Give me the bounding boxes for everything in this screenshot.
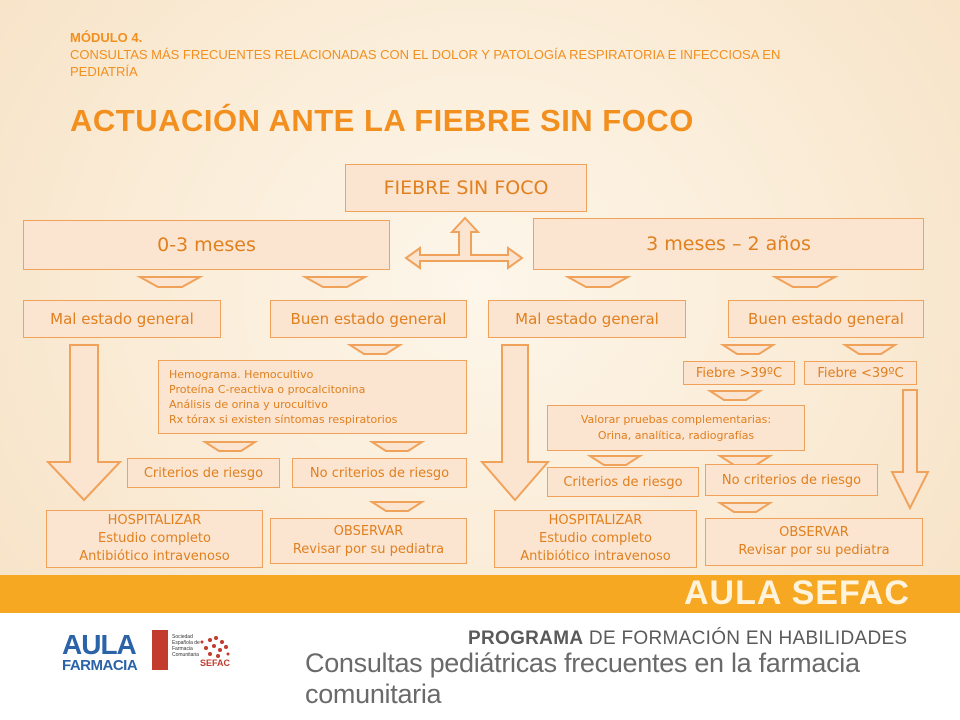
test-item: Valorar pruebas complementarias: bbox=[580, 413, 772, 426]
hospitalize-line: Estudio completo bbox=[539, 531, 652, 546]
observe-right-box: OBSERVAR Revisar por su pediatra bbox=[705, 518, 923, 566]
tests-right-box: Valorar pruebas complementarias: Orina, … bbox=[547, 405, 805, 451]
left-bad-state-box: Mal estado general bbox=[23, 300, 221, 338]
hospitalize-left-box: HOSPITALIZAR Estudio completo Antibiótic… bbox=[46, 510, 263, 568]
fever-low-box: Fiebre <39ºC bbox=[804, 361, 917, 385]
program-title: PROGRAMA DE FORMACIÓN EN HABILIDADES bbox=[468, 628, 907, 650]
down-arrow-icon bbox=[719, 344, 777, 355]
page-title: ACTUACIÓN ANTE LA FIEBRE SIN FOCO bbox=[70, 103, 694, 138]
down-arrow-icon bbox=[771, 276, 839, 288]
down-arrow-icon bbox=[586, 455, 644, 466]
large-down-arrow-icon bbox=[890, 389, 930, 511]
branch-arrow-icon bbox=[404, 216, 524, 270]
right-bad-state-box: Mal estado general bbox=[488, 300, 686, 338]
risk-right-box: Criterios de riesgo bbox=[547, 467, 699, 497]
hospitalize-title: HOSPITALIZAR bbox=[107, 513, 202, 528]
left-good-state-box: Buen estado general bbox=[270, 300, 467, 338]
test-item: Proteína C-reactiva o procalcitonina bbox=[169, 383, 366, 396]
sefac-emblem-icon bbox=[152, 630, 230, 670]
down-arrow-icon bbox=[841, 344, 899, 355]
down-arrow-icon bbox=[301, 276, 369, 288]
observe-line: Revisar por su pediatra bbox=[292, 542, 445, 557]
down-arrow-icon bbox=[716, 502, 774, 513]
right-good-state-box: Buen estado general bbox=[728, 300, 924, 338]
hospitalize-line: Antibiótico intravenoso bbox=[79, 549, 230, 564]
hospitalize-line: Estudio completo bbox=[98, 531, 211, 546]
large-down-arrow-icon bbox=[479, 344, 551, 502]
module-label: MÓDULO 4. bbox=[70, 30, 143, 45]
test-item: Rx tórax si existen síntomas respiratori… bbox=[169, 413, 398, 426]
test-item: Orina, analítica, radiografías bbox=[597, 429, 755, 442]
module-subtitle: CONSULTAS MÁS FRECUENTES RELACIONADAS CO… bbox=[70, 47, 781, 79]
down-arrow-icon bbox=[564, 276, 632, 288]
observe-line: Revisar por su pediatra bbox=[738, 543, 890, 558]
program-rest: DE FORMACIÓN EN HABILIDADES bbox=[583, 628, 908, 649]
observe-title: OBSERVAR bbox=[333, 524, 404, 539]
observe-left-box: OBSERVAR Revisar por su pediatra bbox=[270, 518, 467, 564]
no-risk-right-box: No criterios de riesgo bbox=[705, 464, 878, 496]
logo-line: FARMACIA bbox=[62, 657, 138, 674]
large-down-arrow-icon bbox=[45, 344, 123, 502]
program-bold: PROGRAMA bbox=[468, 628, 584, 649]
test-item: Hemograma. Hemocultivo bbox=[169, 368, 314, 381]
aula-farmacia-logo: AULA FARMACIA bbox=[62, 629, 142, 674]
test-item: Análisis de orina y urocultivo bbox=[169, 398, 328, 411]
sefac-logo-text: Sociedad Española de Farmacia Comunitari… bbox=[172, 634, 200, 658]
hospitalize-line: Antibiótico intravenoso bbox=[520, 549, 671, 564]
logo-line: AULA bbox=[62, 629, 137, 660]
down-arrow-icon bbox=[136, 276, 204, 288]
observe-title: OBSERVAR bbox=[779, 525, 849, 540]
hospitalize-right-box: HOSPITALIZAR Estudio completo Antibiótic… bbox=[494, 510, 697, 568]
age-box-0-3-months: 0-3 meses bbox=[23, 220, 390, 270]
sefac-logo: Sociedad Española de Farmacia Comunitari… bbox=[150, 628, 234, 672]
brand-band-title: AULA SEFAC bbox=[684, 574, 910, 612]
age-box-3-months-2-years: 3 meses – 2 años bbox=[533, 218, 924, 270]
course-title: Consultas pediátricas frecuentes en la f… bbox=[305, 648, 860, 709]
root-box: FIEBRE SIN FOCO bbox=[345, 164, 587, 212]
tests-left-box: Hemograma. Hemocultivo Proteína C-reacti… bbox=[158, 360, 467, 434]
down-arrow-icon bbox=[201, 441, 259, 452]
no-risk-left-box: No criterios de riesgo bbox=[292, 458, 467, 488]
risk-left-box: Criterios de riesgo bbox=[127, 458, 280, 488]
hospitalize-title: HOSPITALIZAR bbox=[548, 513, 643, 528]
fever-high-box: Fiebre >39ºC bbox=[683, 361, 795, 385]
down-arrow-icon bbox=[368, 441, 426, 452]
brand-band bbox=[0, 575, 960, 613]
sefac-logo-name: SEFAC bbox=[200, 658, 231, 668]
down-arrow-icon bbox=[706, 390, 764, 401]
down-arrow-icon bbox=[346, 344, 404, 355]
down-arrow-icon bbox=[368, 501, 426, 512]
